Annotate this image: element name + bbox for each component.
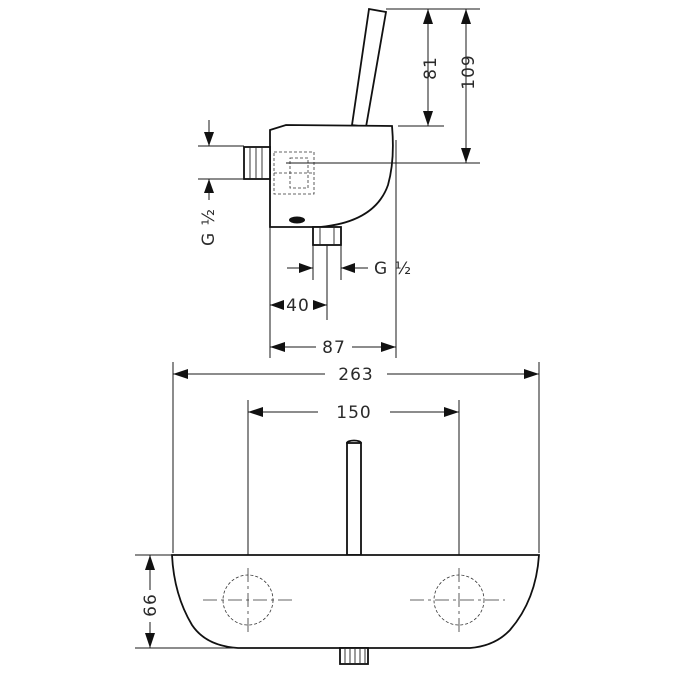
mixer-body-front [171, 554, 540, 649]
dim-label-66: 66 [141, 593, 161, 617]
dim-overall-width: 263 [173, 365, 539, 385]
dim-label-81: 81 [421, 56, 441, 80]
dim-thread-outlet: G ½ [287, 259, 412, 279]
dim-total-height: 109 [459, 9, 479, 163]
drain-opening [289, 216, 305, 224]
dim-label-40: 40 [286, 296, 310, 316]
dim-label-g-half-bottom: G ½ [374, 259, 412, 279]
dim-label-g-half-left: G ½ [199, 208, 219, 246]
dim-label-263: 263 [338, 365, 373, 385]
dim-label-150: 150 [336, 403, 371, 423]
front-view: 263 150 [135, 362, 540, 665]
bottom-outlet [312, 226, 342, 246]
bottom-outlet-front [339, 647, 369, 665]
dim-depth: 87 [270, 338, 396, 358]
dim-body-height: 66 [135, 554, 240, 649]
dim-thread-inlet: G ½ [199, 120, 219, 246]
dim-outlet-offset: 40 [270, 296, 327, 316]
wall-inlet-connector [243, 146, 271, 180]
mixer-body [269, 124, 394, 228]
internal-cartridge [273, 151, 315, 195]
eccentric-left [203, 568, 295, 632]
eccentric-right [410, 568, 505, 632]
side-view: 81 109 G ½ G ½ [198, 7, 480, 358]
lever-front [346, 439, 362, 556]
dim-center-distance: 150 [248, 403, 459, 423]
dim-handle-height: 81 [421, 9, 441, 126]
lever-handle [350, 7, 388, 129]
dim-label-109: 109 [459, 54, 479, 89]
dim-label-87: 87 [322, 338, 346, 358]
